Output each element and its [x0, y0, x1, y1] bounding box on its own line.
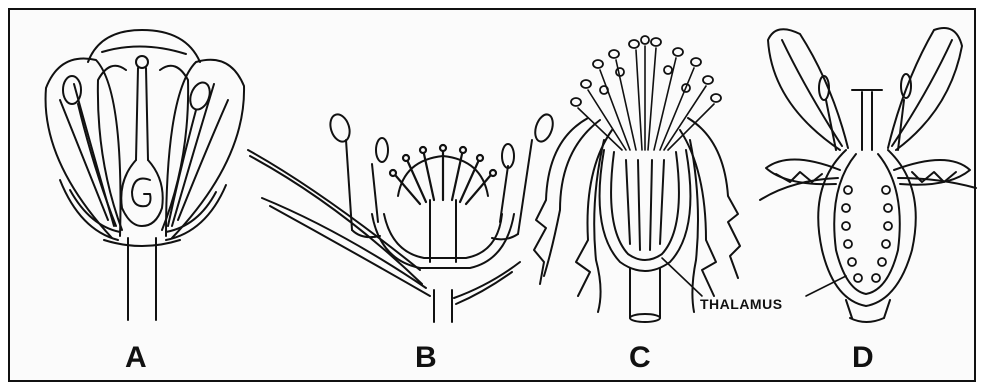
flower-a: [46, 30, 245, 320]
flower-b: [248, 112, 556, 322]
label-b: B: [415, 341, 437, 375]
label-a: A: [125, 341, 147, 375]
flower-c: [534, 36, 740, 322]
thalamus-label: THALAMUS: [700, 296, 783, 312]
label-d: D: [852, 341, 874, 375]
label-c: C: [629, 341, 651, 375]
flower-d: [760, 28, 976, 322]
